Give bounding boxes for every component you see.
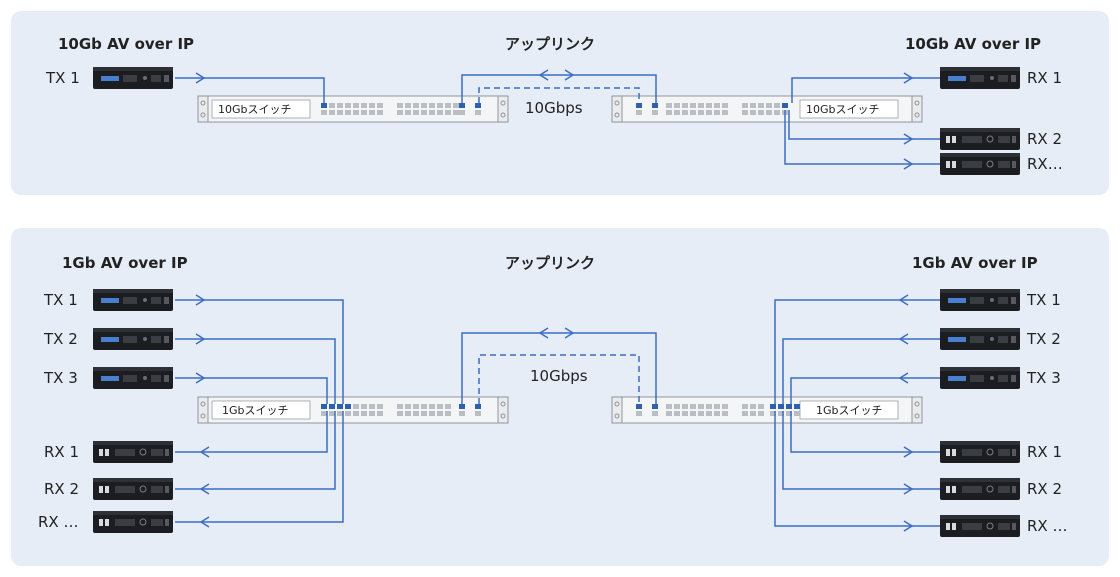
bottom-left-rx2 (92, 477, 174, 501)
top-links (175, 69, 940, 170)
bottom-left-device-label-5: RX 2 (44, 480, 79, 498)
top-rx3-device (939, 152, 1021, 176)
bottom-right-device-label-5: RX 2 (1027, 480, 1062, 498)
bottom-right-title: 1Gb AV over IP (912, 254, 1038, 272)
top-right-title: 10Gb AV over IP (905, 35, 1041, 53)
top-panel (11, 11, 1109, 195)
bottom-left-title: 1Gb AV over IP (62, 254, 188, 272)
top-rx2-device (939, 127, 1021, 151)
bottom-left-device-label-3: TX 3 (43, 369, 78, 387)
bottom-panel (11, 228, 1109, 566)
top-left-switch-label: 10Gbスイッチ (218, 103, 292, 116)
top-right-device-label-2: RX 2 (1027, 130, 1062, 148)
top-right-switch-label: 10Gbスイッチ (806, 103, 880, 116)
bottom-bandwidth-label: 10Gbps (530, 367, 588, 385)
bottom-center-title: アップリンク (505, 254, 595, 272)
bottom-right-device-label-3: TX 3 (1026, 369, 1061, 387)
bottom-left-device-label-6: RX … (38, 513, 78, 531)
bottom-left-device-label-4: RX 1 (44, 443, 79, 461)
bottom-left-device-label-1: TX 1 (43, 291, 78, 309)
bottom-links (175, 294, 940, 532)
top-left-device-label: TX 1 (45, 69, 80, 87)
bottom-right-device-label-4: RX 1 (1027, 443, 1062, 461)
bottom-left-tx1 (93, 289, 173, 311)
bottom-left-device-label-2: TX 2 (43, 330, 78, 348)
bottom-right-device-label-1: TX 1 (1026, 291, 1061, 309)
top-tx1-device (93, 67, 173, 89)
bottom-right-tx2 (940, 328, 1020, 350)
bottom-left-tx3 (93, 367, 173, 389)
bottom-right-rx2 (939, 477, 1021, 501)
bottom-left-rx1 (92, 440, 174, 464)
bottom-left-rx3 (92, 510, 174, 534)
bottom-right-tx3 (940, 367, 1020, 389)
bottom-right-rx3 (939, 514, 1021, 538)
bottom-right-device-label-6: RX … (1027, 517, 1067, 535)
bottom-left-switch (197, 396, 509, 424)
bottom-right-device-label-2: TX 2 (1026, 330, 1061, 348)
bottom-right-switch-label: 1Gbスイッチ (816, 404, 883, 417)
top-left-switch (197, 95, 509, 123)
bottom-left-switch-label: 1Gbスイッチ (222, 404, 289, 417)
top-bandwidth-label: 10Gbps (525, 99, 583, 117)
top-right-device-label-3: RX… (1027, 155, 1063, 173)
top-center-title: アップリンク (505, 35, 595, 53)
top-rx1-device (940, 67, 1020, 89)
top-left-title: 10Gb AV over IP (58, 35, 194, 53)
top-right-device-label-1: RX 1 (1027, 69, 1062, 87)
bottom-right-switch (611, 396, 923, 424)
bottom-left-tx2 (93, 328, 173, 350)
top-right-switch (611, 95, 923, 123)
bottom-right-tx1 (940, 289, 1020, 311)
bottom-right-rx1 (939, 440, 1021, 464)
